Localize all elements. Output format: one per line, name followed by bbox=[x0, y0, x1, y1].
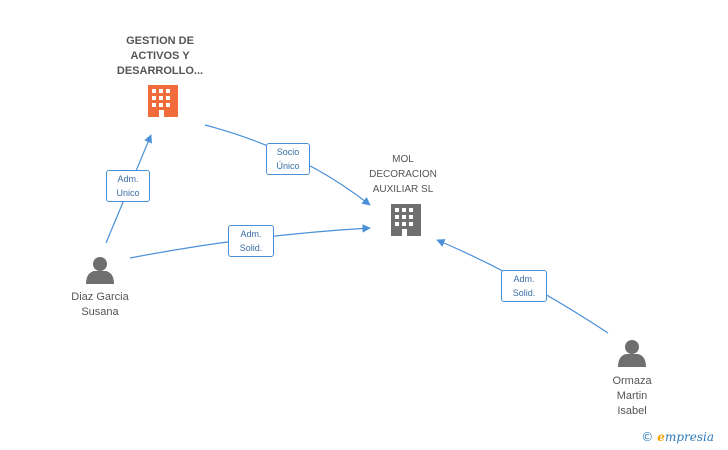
label-line: DECORACION bbox=[369, 169, 437, 180]
person-icon[interactable] bbox=[86, 257, 114, 284]
edge-label-line: Unico bbox=[116, 188, 140, 198]
edge-label-line: Solid. bbox=[512, 288, 536, 298]
edge-label-adm-unico[interactable]: Adm. Unico bbox=[106, 170, 150, 202]
edge-label-line: Único bbox=[276, 161, 300, 171]
edge-label-line: Adm. bbox=[117, 174, 139, 184]
edge-label-adm-solid[interactable]: Adm. Solid. bbox=[501, 270, 547, 302]
label-line: MOL bbox=[392, 154, 414, 165]
person-icon[interactable] bbox=[618, 340, 646, 367]
company-main-label[interactable]: GESTION DE ACTIVOS Y DESARROLLO... bbox=[100, 34, 220, 79]
person-label[interactable]: Diaz Garcia Susana bbox=[50, 290, 150, 320]
label-line: ACTIVOS Y bbox=[130, 50, 190, 62]
label-line: AUXILIAR SL bbox=[372, 184, 434, 195]
edge-label-line: Socio bbox=[276, 147, 300, 157]
brand-name: mpresia bbox=[664, 430, 714, 444]
copyright-icon: © bbox=[641, 430, 654, 444]
building-icon[interactable] bbox=[391, 204, 421, 236]
label-line: Ormaza bbox=[612, 375, 652, 387]
label-line: Diaz Garcia bbox=[71, 291, 129, 303]
brand-letter: e bbox=[657, 430, 665, 444]
edge-label-line: Adm. bbox=[240, 229, 262, 239]
label-line: Martin bbox=[616, 390, 648, 402]
label-line: Susana bbox=[81, 306, 119, 318]
label-line: Isabel bbox=[617, 405, 647, 417]
edge-label-adm-solid[interactable]: Adm. Solid. bbox=[228, 225, 274, 257]
brand-logo: ©empresia bbox=[641, 430, 714, 444]
label-line: DESARROLLO... bbox=[116, 65, 204, 77]
company-label[interactable]: MOL DECORACION AUXILIAR SL bbox=[351, 152, 455, 197]
edge-label-line: Adm. bbox=[513, 274, 535, 284]
person-label[interactable]: Ormaza Martin Isabel bbox=[582, 374, 682, 419]
edge-label-line: Solid. bbox=[239, 243, 263, 253]
edge-label-socio-unico[interactable]: Socio Único bbox=[266, 143, 310, 175]
building-icon[interactable] bbox=[148, 85, 178, 117]
label-line: GESTION DE bbox=[126, 35, 194, 47]
